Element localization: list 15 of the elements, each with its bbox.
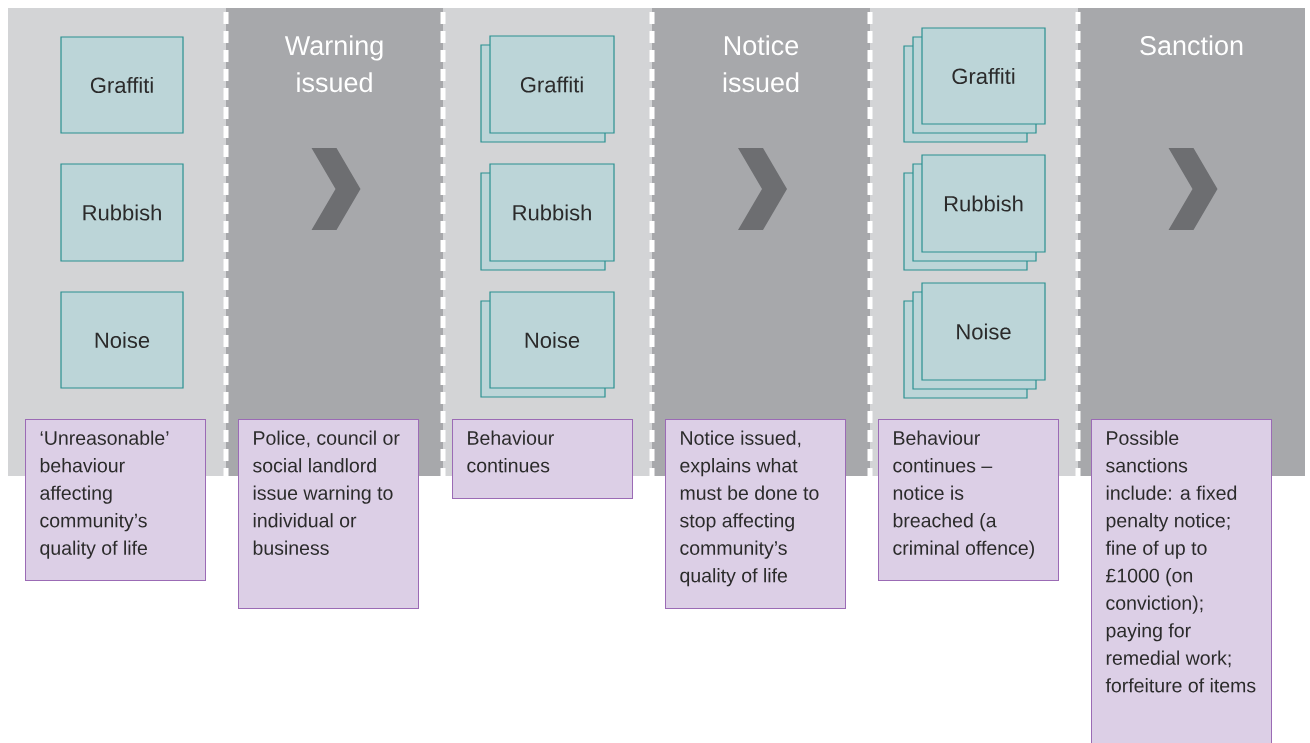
description-box: Notice issued, explains what must be done to stop affecting community’s quality of life [665,419,846,609]
description-box: Behaviour continues [452,419,633,499]
category-box: Noise [60,291,184,389]
category-box: Rubbish [60,163,184,262]
stacked-category-box: Graffiti [903,27,1046,143]
stacked-category-box: Rubbish [480,163,615,271]
stacked-category-box: Noise [480,291,615,398]
stacked-category-box: Graffiti [480,35,615,143]
description-box: ‘Unreasonable’ behaviour affecting community’s quality of life [25,419,206,581]
stacked-category-box: Noise [903,282,1046,399]
description-box: Possible sanctions include: a fixed penalty notice; fine of up to £1000 (on conviction); paying for remedial work; forfeiture of items [1091,419,1272,743]
category-box: Graffiti [60,36,184,134]
description-box: Police, council or social landlord issue warning to individual or business [238,419,419,609]
stacked-category-box: Rubbish [903,154,1046,271]
description-box: Behaviour continues – notice is breached (a criminal offence) [878,419,1059,581]
